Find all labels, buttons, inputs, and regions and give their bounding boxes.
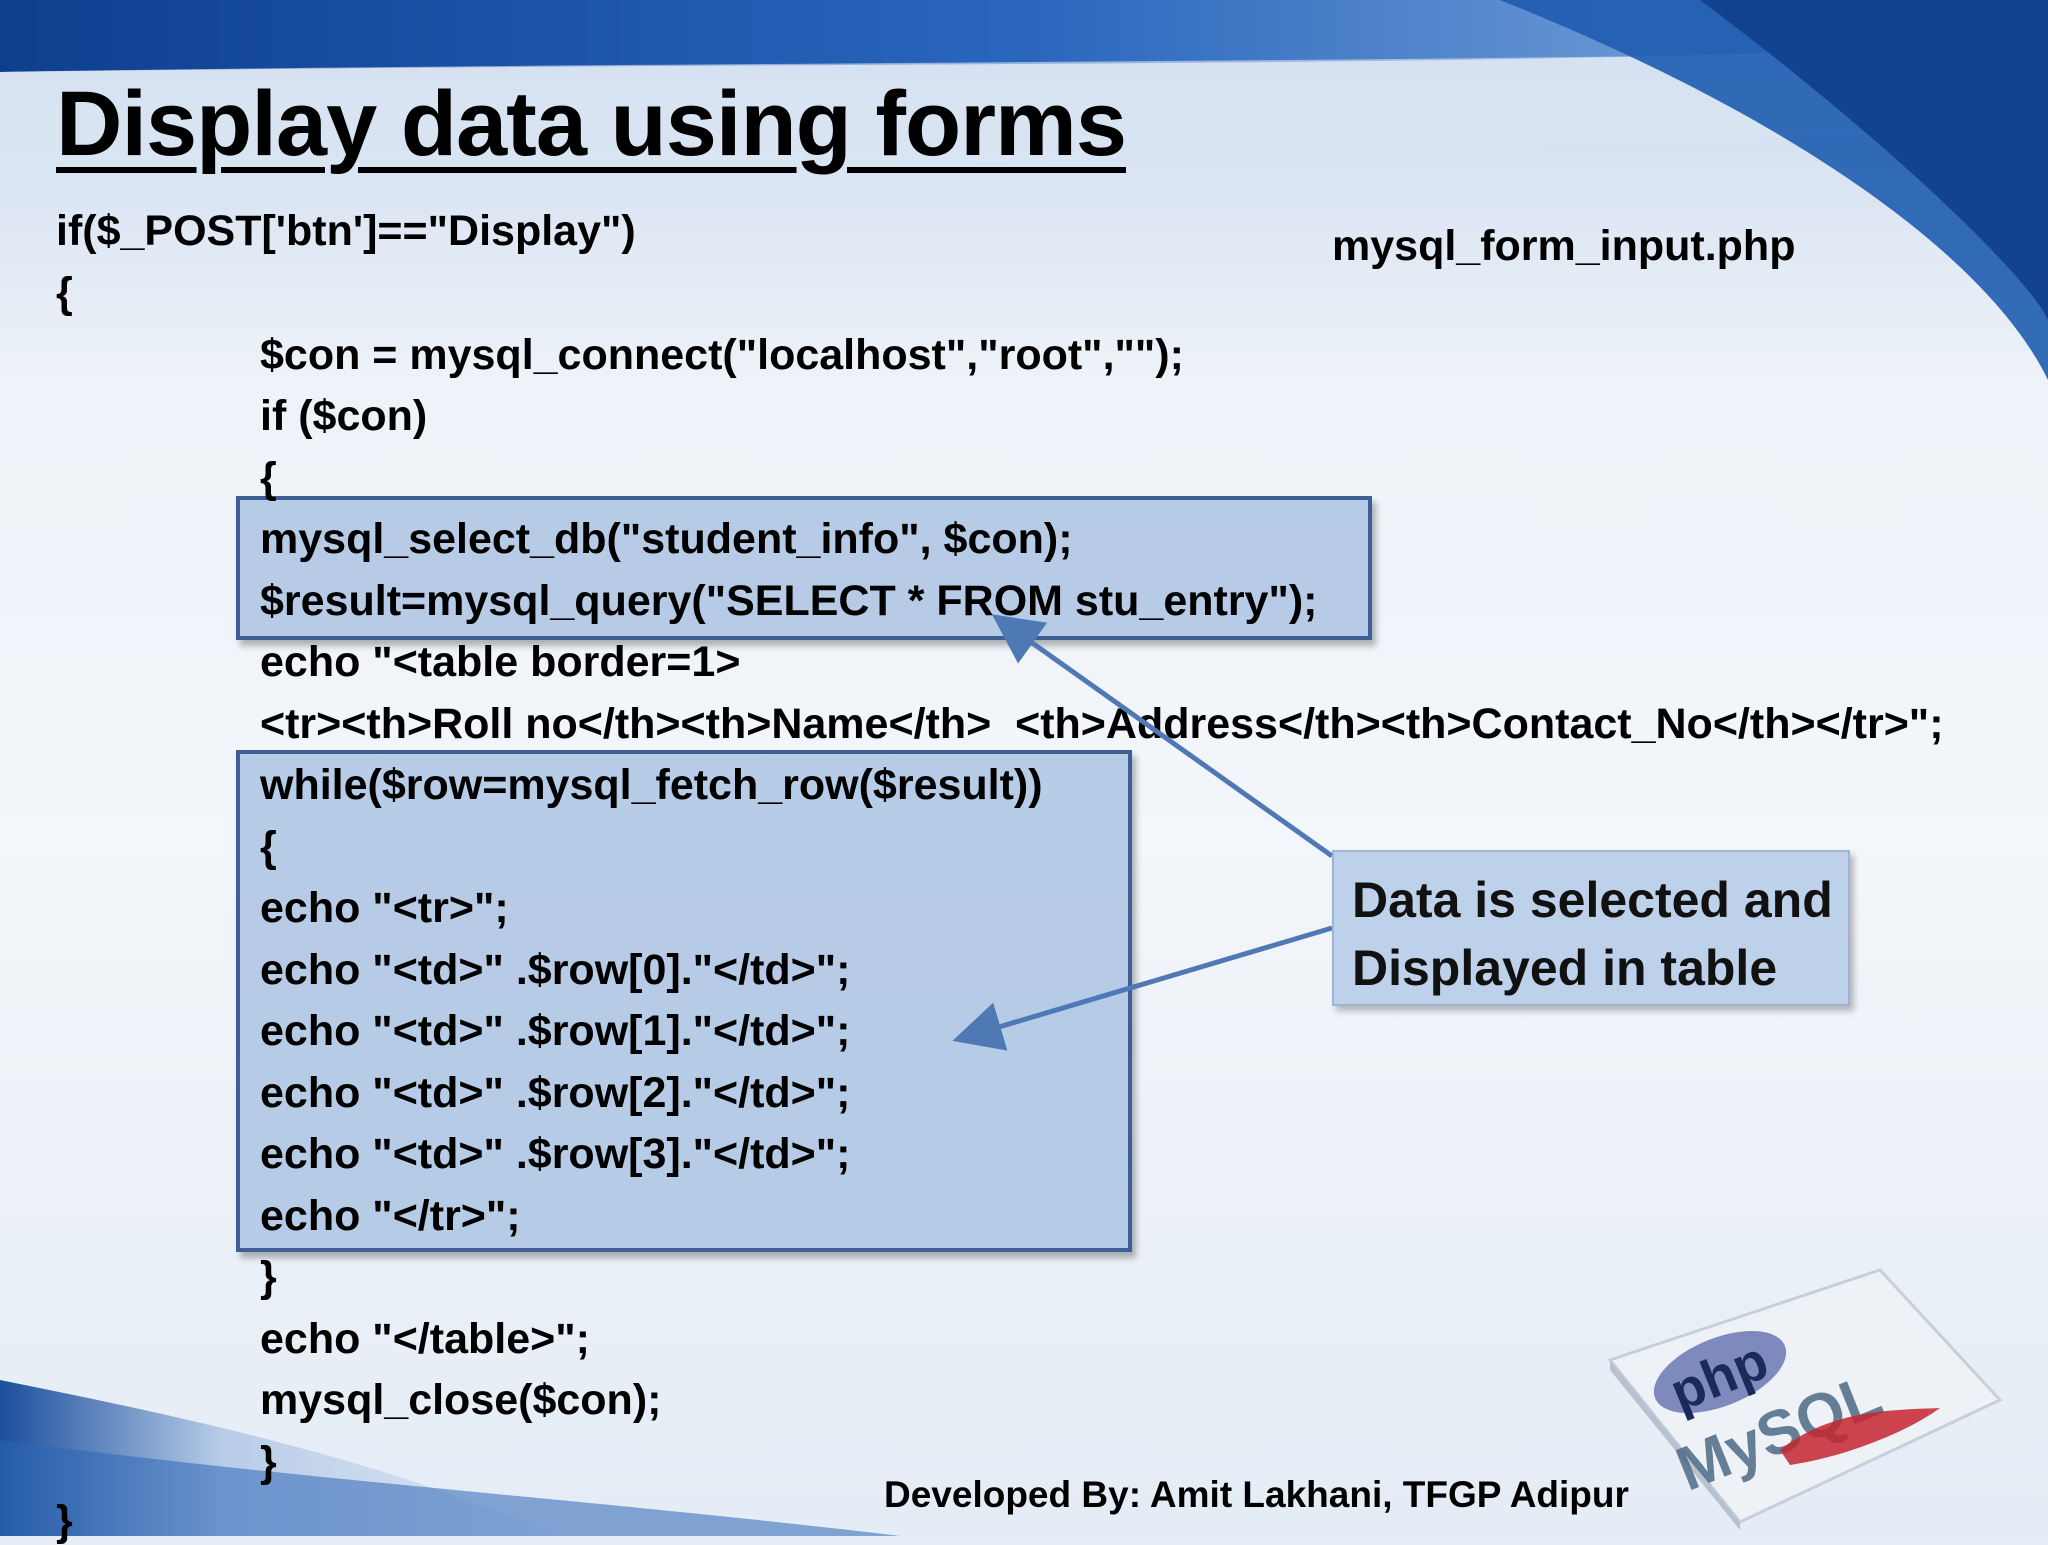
code-line: echo "<td>" .$row[2]."</td>"; [260, 1069, 851, 1117]
code-line: while($row=mysql_fetch_row($result)) [260, 761, 1043, 809]
code-line: $con = mysql_connect("localhost","root",… [260, 331, 1184, 379]
footer-credit: Developed By: Amit Lakhani, TFGP Adipur [884, 1474, 1629, 1515]
code-line: echo "</tr>"; [260, 1192, 521, 1240]
code-line: } [260, 1253, 277, 1301]
code-line: mysql_close($con); [260, 1376, 662, 1424]
code-line: { [260, 454, 277, 502]
callout-line-2: Displayed in table [1352, 940, 1778, 996]
code-line: { [260, 823, 277, 871]
code-line: echo "<tr>"; [260, 884, 509, 932]
file-name-label: mysql_form_input.php [1332, 222, 1796, 270]
callout-line-1: Data is selected and [1352, 872, 1833, 928]
code-line: } [260, 1438, 277, 1486]
callout-box: Data is selected and Displayed in table [1332, 850, 1850, 1006]
code-line: <tr><th>Roll no</th><th>Name</th> <th>Ad… [260, 700, 1944, 748]
code-line: echo "<td>" .$row[3]."</td>"; [260, 1130, 851, 1178]
code-line: if($_POST['btn']=="Display") [56, 207, 636, 255]
slide-title: Display data using forms [56, 73, 1127, 175]
code-line: echo "<table border=1> [260, 638, 741, 686]
code-line: $result=mysql_query("SELECT * FROM stu_e… [260, 577, 1318, 625]
code-line: echo "</table>"; [260, 1315, 590, 1363]
code-line: { [56, 269, 73, 317]
highlight-box-query [236, 496, 1372, 640]
code-line: echo "<td>" .$row[1]."</td>"; [260, 1007, 851, 1055]
code-line: if ($con) [260, 392, 428, 440]
code-line: echo "<td>" .$row[0]."</td>"; [260, 946, 851, 994]
code-line: mysql_select_db("student_info", $con); [260, 515, 1073, 563]
code-line: } [56, 1497, 73, 1545]
php-mysql-logo: php MySQL [1607, 1268, 2003, 1530]
